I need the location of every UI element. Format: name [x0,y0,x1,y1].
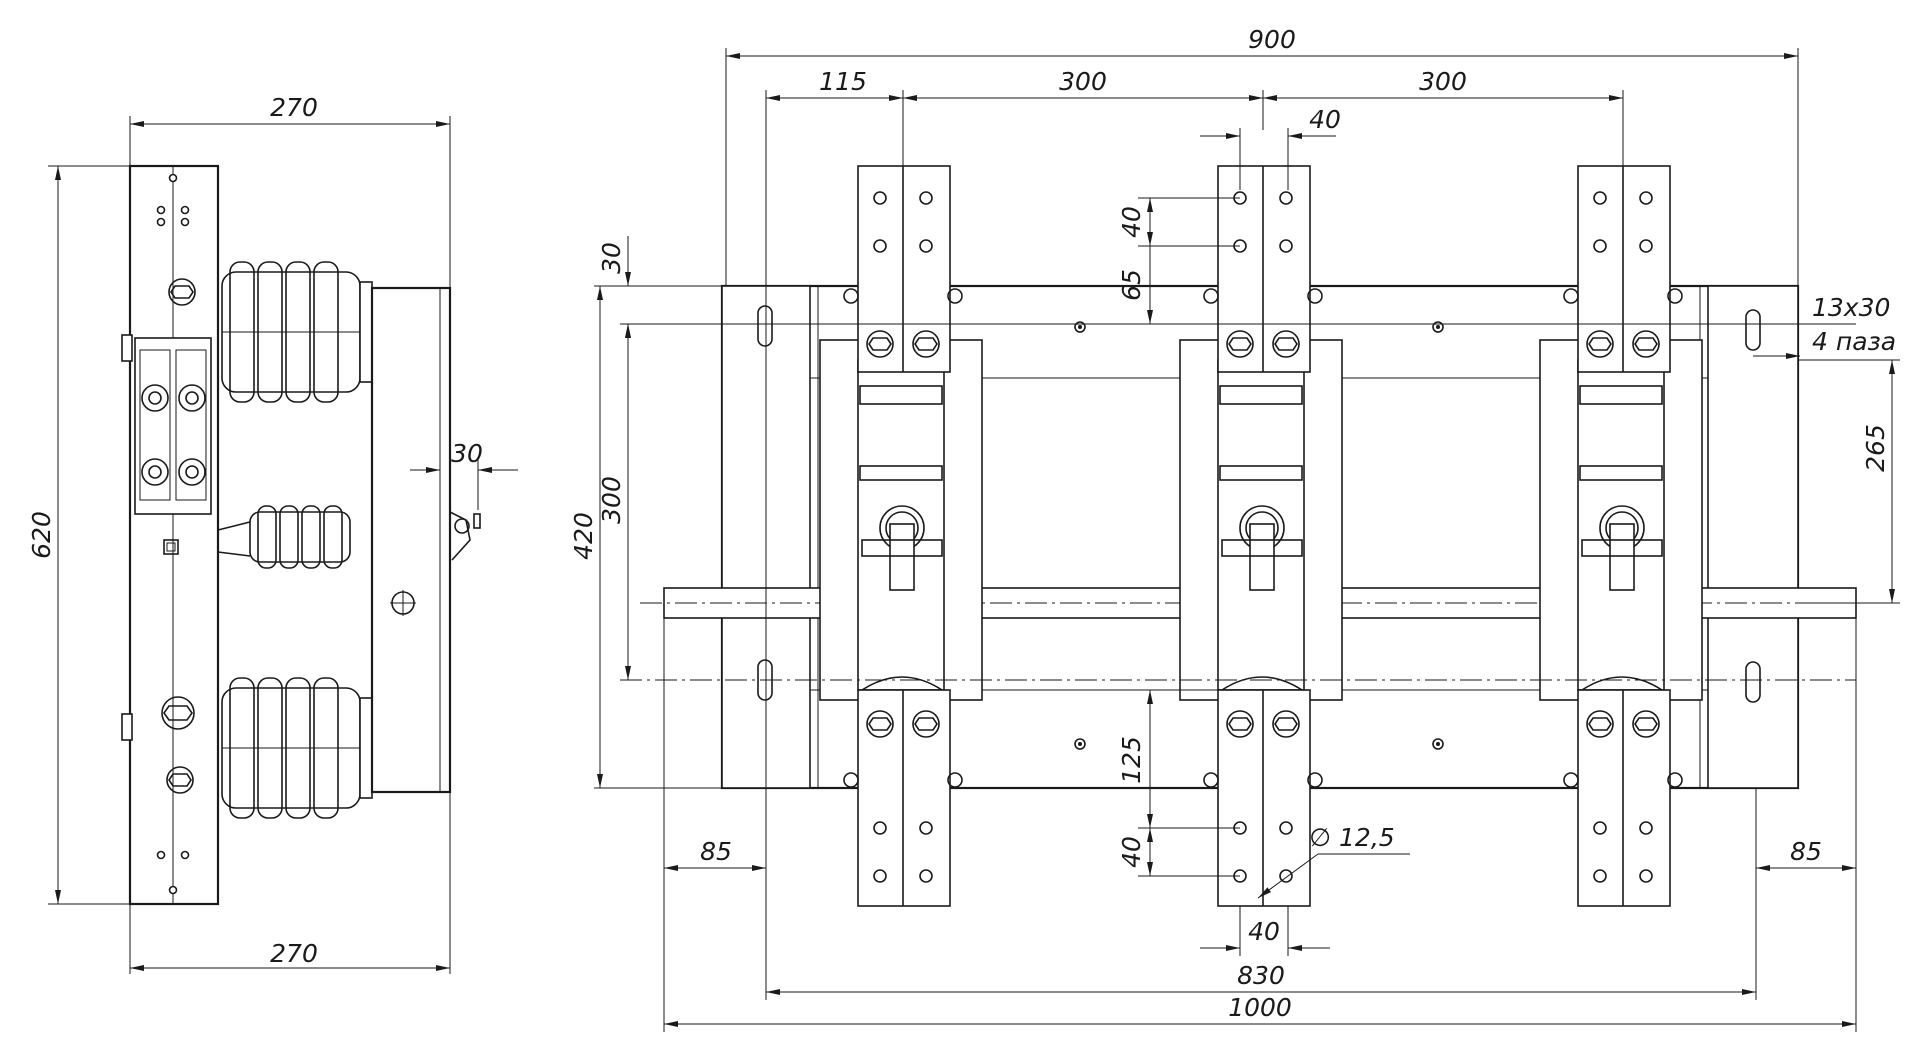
contact-hole [919,869,933,883]
side-bolt [1667,772,1683,788]
dim-300-vertical: 300 [597,476,626,524]
bolt-hex [1274,337,1298,351]
side-bolt [1203,288,1219,304]
contact-hole [1593,191,1607,205]
dim-overall-top: 900 [1248,25,1296,54]
contact-holes [843,191,1683,883]
contact-hole [873,869,887,883]
right-end-bracket [1707,285,1799,789]
side-bolt [1563,288,1579,304]
contact-hole [1639,191,1653,205]
contact-hole [919,821,933,835]
phase-pole-1 [819,165,983,907]
contact-hole [919,191,933,205]
side-bolt [1307,288,1323,304]
bolt-head [1586,330,1614,358]
dim-30: 30 [597,242,626,274]
bolt-head [912,710,940,738]
dim-pitch-2: 300 [1419,67,1467,96]
bolt-hex [1274,717,1298,731]
bolt-head [1226,710,1254,738]
bolt-head [1632,330,1660,358]
middle-insulator [217,505,351,569]
bolt-head [1226,330,1254,358]
contact-hole [1279,239,1293,253]
dim-830: 830 [1237,961,1285,990]
bolt-head [912,330,940,358]
contact-hole [873,239,887,253]
side-bolt [947,288,963,304]
hole-diameter: ∅ 12,5 [1309,823,1394,852]
dim-265: 265 [1861,424,1890,472]
bolt-head [866,710,894,738]
bolt-head [866,330,894,358]
dim-65: 65 [1117,269,1146,301]
contact-hole [1593,239,1607,253]
bolt-hex [868,337,892,351]
slot-size: 13x30 [1812,293,1890,322]
side-rear-frame [370,286,452,794]
dim-hole-spacing-top: 40 [1309,105,1341,134]
contact-hole [1639,821,1653,835]
side-view: 270 270 620 30 [27,93,518,974]
upper-insulator [221,261,373,403]
dim-side-bottom-width: 270 [270,939,318,968]
bolt-hex [1588,717,1612,731]
mounting-slot [757,305,773,347]
side-mounting-plate [128,164,220,906]
dim-offset-left: 115 [819,67,867,96]
dim-420-vertical: 420 [569,512,598,560]
bolt-hex [1228,337,1252,351]
contact-hole [1279,191,1293,205]
bolt-hex [914,717,938,731]
lower-insulator [221,677,373,819]
slot-count: 4 паза [1812,327,1896,356]
side-bolt [1667,288,1683,304]
dim-side-height: 620 [27,511,56,559]
contact-hole [919,239,933,253]
contact-hole [1593,821,1607,835]
dim-85-right: 85 [1790,837,1822,866]
bolt-head [1272,330,1300,358]
contact-hole [1639,239,1653,253]
bolt-hex [1634,337,1658,351]
side-bolt [1203,772,1219,788]
bolt-head [1586,710,1614,738]
side-bolt [947,772,963,788]
contact-hole [1279,821,1293,835]
dim-1000: 1000 [1228,993,1292,1022]
dim-hole-vert-40-bottom: 40 [1117,836,1146,868]
side-bolt [843,288,859,304]
phase-pole-2 [1179,165,1343,907]
bolt-hex [868,717,892,731]
contact-hole [873,191,887,205]
contact-hole [1279,869,1293,883]
front-view: 900 115 300 300 40 40 65 30 300 [569,25,1900,1032]
side-bolt [1563,772,1579,788]
side-bolt [1307,772,1323,788]
side-bolt [843,772,859,788]
side-contact-block [134,337,212,515]
bolt-hex [1588,337,1612,351]
contact-hole [1639,869,1653,883]
contact-hole [873,821,887,835]
bolt-head [1632,710,1660,738]
mounting-slot [1745,661,1761,703]
dim-hole-spacing-bottom: 40 [1248,917,1280,946]
contact-hole [1593,869,1607,883]
dim-hole-vert-40-top: 40 [1117,206,1146,238]
bolt-head [1272,710,1300,738]
dim-85-left: 85 [700,837,732,866]
dim-side-lever: 30 [451,439,483,468]
mounting-slot [1745,309,1761,351]
dim-pitch-1: 300 [1059,67,1107,96]
bolt-hex [1634,717,1658,731]
dim-side-top-width: 270 [270,93,318,122]
phase-pole-3 [1539,165,1703,907]
dim-125: 125 [1117,736,1146,784]
bolt-hex [914,337,938,351]
bolt-hex [1228,717,1252,731]
